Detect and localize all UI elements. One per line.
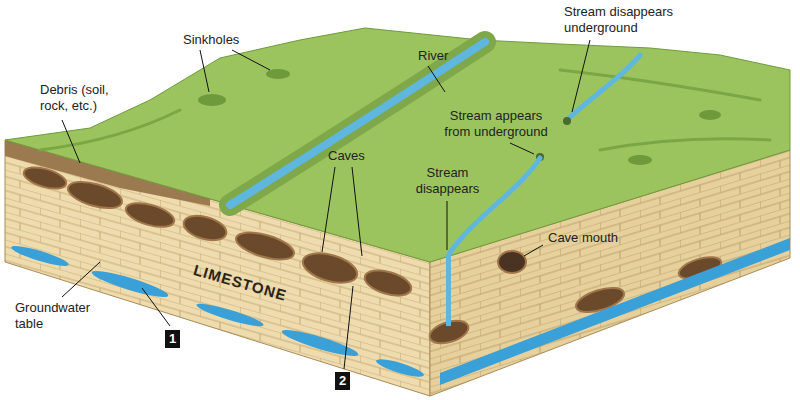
stream-sink xyxy=(563,117,571,125)
leader-line xyxy=(428,66,445,92)
callout-number: 1 xyxy=(165,330,180,348)
groundwater-pool xyxy=(195,300,265,330)
sinkhole xyxy=(266,69,290,79)
leader-line xyxy=(447,201,448,250)
leader-line xyxy=(142,288,170,326)
river xyxy=(230,42,485,205)
feature-label: Stream disappears underground xyxy=(564,4,692,35)
leader-line xyxy=(510,143,534,154)
leader-line xyxy=(232,50,270,70)
feature-label: Stream disappears xyxy=(410,165,485,196)
leader-line xyxy=(572,40,590,112)
feature-label: Sinkholes xyxy=(183,32,239,48)
river-valley xyxy=(230,42,485,205)
groundwater-pool xyxy=(10,242,70,269)
leader-line xyxy=(352,167,362,256)
cave xyxy=(233,227,297,265)
leader-line xyxy=(62,262,100,297)
sinkhole xyxy=(198,94,226,106)
feature-label: Caves xyxy=(328,148,365,164)
groundwater xyxy=(10,238,790,385)
leader-lines xyxy=(62,40,590,369)
cave xyxy=(21,163,68,192)
cave xyxy=(123,198,177,231)
waterfall xyxy=(446,256,451,326)
groundwater-strip xyxy=(440,238,790,385)
feature-label: Cave mouth xyxy=(548,230,618,246)
feature-label: Debris (soil, rock, etc.) xyxy=(40,82,130,113)
leader-line xyxy=(524,245,543,256)
feature-label: Groundwater table xyxy=(15,300,105,331)
leader-line xyxy=(322,167,335,252)
ridge-line xyxy=(560,70,760,100)
feature-label: Stream appears from underground xyxy=(440,108,552,139)
leader-line xyxy=(200,50,209,92)
cave xyxy=(65,177,125,214)
sinkhole xyxy=(699,110,721,120)
leader-line xyxy=(344,286,353,369)
callout-number: 2 xyxy=(335,372,350,390)
leader-line xyxy=(62,120,80,163)
cave xyxy=(362,266,414,300)
ground-surface xyxy=(5,28,790,262)
ridge-line xyxy=(600,139,770,150)
groundwater-pool xyxy=(90,267,170,302)
cave xyxy=(300,248,361,288)
cave-mouth xyxy=(498,251,526,273)
cave xyxy=(181,211,229,244)
groundwater-pool xyxy=(375,356,426,380)
ridge-line xyxy=(40,110,180,150)
sinkhole xyxy=(628,155,652,165)
feature-label: River xyxy=(418,48,448,64)
